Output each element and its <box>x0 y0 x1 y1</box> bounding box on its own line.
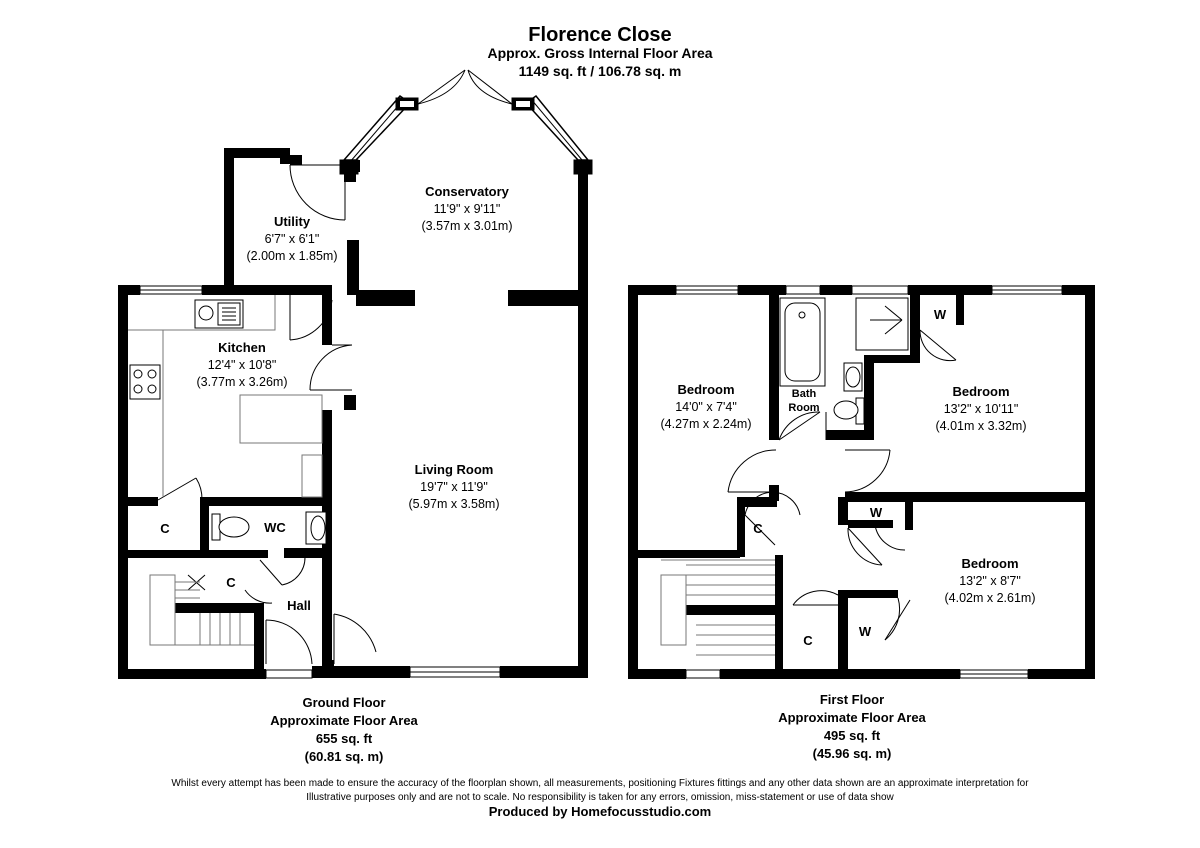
bathroom-name-line2: Room <box>788 402 819 414</box>
hall-name: Hall <box>287 598 311 613</box>
ground-caption-line1: Ground Floor <box>302 695 385 710</box>
kitchen-dim-imperial: 12'4" x 10'8" <box>208 358 277 372</box>
disclaimer-line2: Illustrative purposes only and are not t… <box>306 792 894 803</box>
bedroom-2-dim-imperial: 13'2" x 10'11" <box>944 402 1019 416</box>
living-room-name: Living Room <box>415 462 494 477</box>
first-caption-line2: Approximate Floor Area <box>778 710 926 725</box>
ground-floor-stairs <box>149 574 254 646</box>
producer-credit: Produced by Homefocusstudio.com <box>489 804 711 819</box>
first-floor-stairs <box>660 559 775 656</box>
ground-floor-labels: Conservatory 11'9" x 9'11" (3.57m x 3.01… <box>160 184 512 613</box>
wardrobe-2-name: W <box>870 505 883 520</box>
kitchen-fittings <box>128 295 323 498</box>
first-caption-line4: (45.96 sq. m) <box>813 746 892 761</box>
ground-floor-plan: Conservatory 11'9" x 9'11" (3.57m x 3.01… <box>118 69 593 764</box>
plan-subtitle: Approx. Gross Internal Floor Area <box>487 45 713 61</box>
ground-caption-line3: 655 sq. ft <box>316 731 373 746</box>
living-room-dim-metric: (5.97m x 3.58m) <box>408 497 499 511</box>
kitchen-name: Kitchen <box>218 340 266 355</box>
footer: Whilst every attempt has been made to en… <box>171 778 1029 819</box>
wc-name: WC <box>264 520 286 535</box>
disclaimer-line1: Whilst every attempt has been made to en… <box>171 778 1029 789</box>
conservatory-bay <box>339 69 593 175</box>
plan-total-area: 1149 sq. ft / 106.78 sq. m <box>518 63 682 79</box>
utility-name: Utility <box>274 214 311 229</box>
bedroom-3-dim-imperial: 13'2" x 8'7" <box>959 574 1021 588</box>
first-floor-labels: Bedroom 14'0" x 7'4" (4.27m x 2.24m) Bat… <box>660 307 1035 648</box>
bedroom-2-name: Bedroom <box>952 384 1009 399</box>
bathroom-fittings <box>779 297 909 425</box>
bathroom-name-line1: Bath <box>792 388 817 400</box>
first-floor-walls <box>628 285 1095 679</box>
first-floor-doors <box>727 329 957 641</box>
ground-cupboard-2-name: C <box>226 575 236 590</box>
ground-floor-windows <box>139 285 501 679</box>
wardrobe-3-name: W <box>859 624 872 639</box>
first-caption-line1: First Floor <box>820 692 884 707</box>
ground-cupboard-1-name: C <box>160 521 170 536</box>
living-room-dim-imperial: 19'7" x 11'9" <box>420 480 488 494</box>
utility-dim-metric: (2.00m x 1.85m) <box>246 249 337 263</box>
conservatory-name: Conservatory <box>425 184 510 199</box>
ground-floor-walls <box>118 148 588 679</box>
ground-floor-caption: Ground Floor Approximate Floor Area 655 … <box>270 695 418 764</box>
first-floor-plan: Bedroom 14'0" x 7'4" (4.27m x 2.24m) Bat… <box>628 285 1095 761</box>
ground-caption-line2: Approximate Floor Area <box>270 713 418 728</box>
first-cupboard-2-name: C <box>803 633 813 648</box>
ground-caption-line4: (60.81 sq. m) <box>305 749 384 764</box>
bedroom-1-name: Bedroom <box>677 382 734 397</box>
bedroom-1-dim-imperial: 14'0" x 7'4" <box>675 400 737 414</box>
conservatory-dim-metric: (3.57m x 3.01m) <box>421 219 512 233</box>
utility-dim-imperial: 6'7" x 6'1" <box>265 232 320 246</box>
bedroom-3-name: Bedroom <box>961 556 1018 571</box>
conservatory-dim-imperial: 11'9" x 9'11" <box>434 202 501 216</box>
bedroom-1-dim-metric: (4.27m x 2.24m) <box>660 417 751 431</box>
bedroom-3-dim-metric: (4.02m x 2.61m) <box>944 591 1035 605</box>
first-cupboard-1-name: C <box>753 521 763 536</box>
wc-fittings <box>211 511 327 545</box>
first-floor-caption: First Floor Approximate Floor Area 495 s… <box>778 692 926 761</box>
first-caption-line3: 495 sq. ft <box>824 728 881 743</box>
plan-title: Florence Close <box>528 24 672 46</box>
wardrobe-1-name: W <box>934 307 947 322</box>
bedroom-2-dim-metric: (4.01m x 3.32m) <box>935 419 1026 433</box>
first-floor-windows <box>675 285 1063 679</box>
kitchen-dim-metric: (3.77m x 3.26m) <box>196 375 287 389</box>
